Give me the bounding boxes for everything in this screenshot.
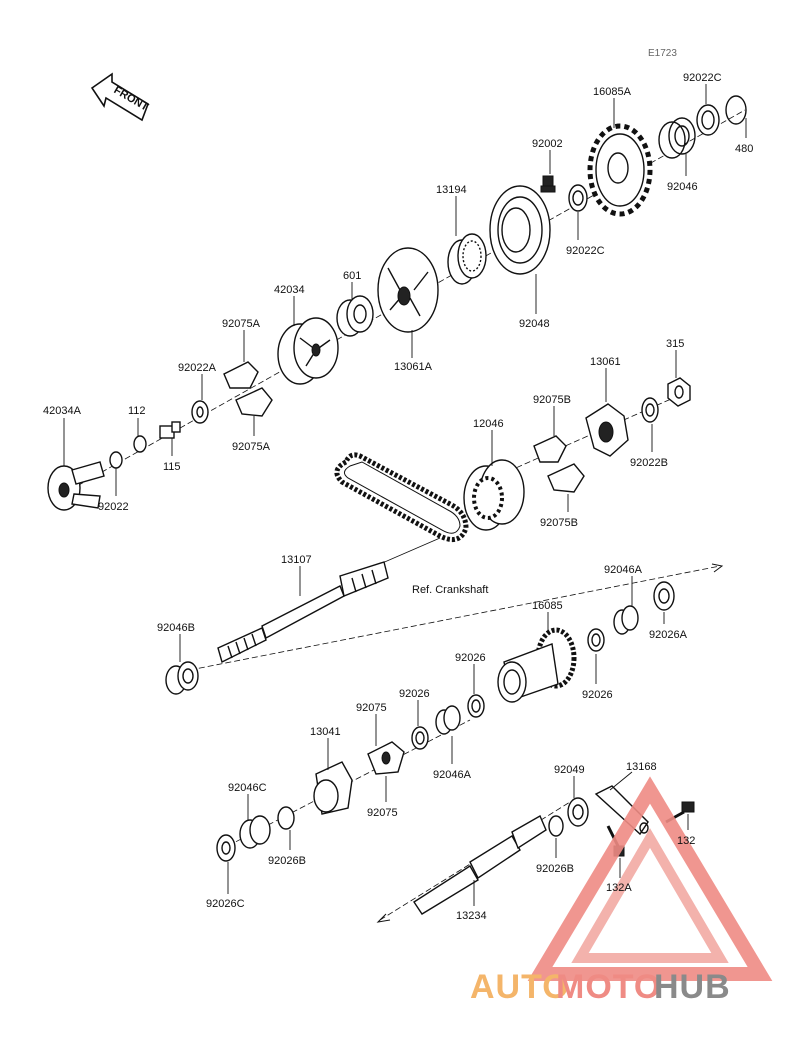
drive-chain bbox=[334, 452, 469, 543]
washer-92022 bbox=[109, 451, 123, 469]
part-label: 315 bbox=[666, 338, 684, 350]
watermark-logo-icon bbox=[527, 776, 773, 981]
corner-code: E1723 bbox=[648, 48, 677, 59]
part-label: 92002 bbox=[532, 138, 563, 150]
part-label: 13168 bbox=[626, 761, 657, 773]
part-label: 13061 bbox=[590, 356, 621, 368]
part-label: 92075A bbox=[222, 318, 261, 330]
part-label: 92046A bbox=[604, 564, 643, 576]
watermark-text-moto: MOTO bbox=[556, 968, 661, 1006]
part-labels: 92022C 480 16085A 92046 92002 92022C 131… bbox=[43, 72, 753, 922]
bearing-92046C bbox=[239, 815, 271, 849]
part-label: 132 bbox=[677, 835, 695, 847]
washer-92026B-left bbox=[277, 806, 295, 830]
part-label: 16085A bbox=[593, 86, 632, 98]
washer-92026-lower bbox=[411, 726, 429, 750]
part-label: 92075B bbox=[533, 394, 571, 406]
flange-13061 bbox=[585, 403, 629, 457]
bearing-92046B bbox=[165, 661, 199, 695]
part-label: 12046 bbox=[473, 418, 504, 430]
part-label: 601 bbox=[343, 270, 361, 282]
part-label: 132A bbox=[606, 882, 632, 894]
bolt-92002 bbox=[540, 175, 556, 193]
part-label: 92026 bbox=[399, 688, 430, 700]
part-label: 112 bbox=[128, 405, 146, 417]
clutch-13194 bbox=[447, 233, 487, 285]
seal-92049 bbox=[567, 797, 589, 827]
bearing-601 bbox=[336, 295, 374, 337]
washer-92026A bbox=[653, 581, 675, 611]
hub-42034 bbox=[277, 317, 339, 385]
part-label: 92075 bbox=[356, 702, 387, 714]
washer-92022C-mid bbox=[568, 184, 588, 212]
part-label: 42034 bbox=[274, 284, 305, 296]
sprocket-12046 bbox=[463, 459, 525, 531]
part-label: 16085 bbox=[532, 600, 563, 612]
part-label: 92046 bbox=[667, 181, 698, 193]
part-label: 92022A bbox=[178, 362, 217, 374]
gear-16085 bbox=[497, 627, 577, 703]
collar-112 bbox=[133, 435, 147, 453]
part-label: 115 bbox=[163, 461, 181, 473]
part-label: 92046A bbox=[433, 769, 472, 781]
washer-92026C bbox=[216, 834, 236, 862]
damper-92075B-top bbox=[533, 435, 567, 463]
plate-92048 bbox=[489, 185, 551, 275]
part-label: 92046C bbox=[228, 782, 267, 794]
part-label: 92075B bbox=[540, 517, 578, 529]
bearing-92046 bbox=[658, 117, 696, 159]
bolt-115 bbox=[159, 421, 181, 439]
part-label: 13107 bbox=[281, 554, 312, 566]
part-label: 92026B bbox=[268, 855, 306, 867]
front-arrow-icon: FRONT bbox=[90, 72, 151, 122]
part-label: 13194 bbox=[436, 184, 467, 196]
washer-92026B-right bbox=[548, 815, 564, 837]
flange-13061A bbox=[377, 247, 439, 333]
damper-92075B-bottom bbox=[547, 463, 585, 493]
part-label: 92075A bbox=[232, 441, 271, 453]
cam-42034A bbox=[47, 461, 105, 511]
part-label: 92026B bbox=[536, 863, 574, 875]
part-label: 92046B bbox=[157, 622, 195, 634]
washer-92026-right bbox=[587, 628, 605, 652]
part-label: 92075 bbox=[367, 807, 398, 819]
hub-13041 bbox=[313, 761, 353, 815]
part-label: 92026 bbox=[455, 652, 486, 664]
part-label: 480 bbox=[735, 143, 753, 155]
part-label: 92026 bbox=[582, 689, 613, 701]
washer-92026-upper bbox=[467, 694, 485, 718]
circlip-480 bbox=[725, 95, 747, 125]
bearing-92046A-bottom bbox=[435, 705, 461, 735]
nut-315 bbox=[667, 377, 691, 407]
leader-lines bbox=[63, 84, 747, 906]
washer-92022A bbox=[191, 400, 209, 424]
part-label: 92022B bbox=[630, 457, 668, 469]
shaft-13234 bbox=[413, 815, 547, 915]
part-label: 92026A bbox=[649, 629, 688, 641]
part-label: 92022C bbox=[566, 245, 605, 257]
part-label: 92022 bbox=[98, 501, 129, 513]
damper-92075A-bottom bbox=[235, 387, 273, 417]
part-label: 13061A bbox=[394, 361, 433, 373]
watermark-text-hub: HUB bbox=[654, 968, 731, 1006]
part-label: 13041 bbox=[310, 726, 341, 738]
shaft-13107 bbox=[217, 561, 389, 664]
damper-92075A-top bbox=[223, 361, 259, 389]
damper-92075 bbox=[367, 741, 405, 775]
watermark-text-auto: AUTO bbox=[470, 968, 570, 1006]
washer-92022C-top bbox=[696, 104, 720, 136]
bearing-92046A-top bbox=[613, 605, 639, 635]
crankshaft-ref-line bbox=[379, 537, 441, 565]
washer-92022B bbox=[641, 397, 659, 423]
part-label: 92048 bbox=[519, 318, 550, 330]
sprocket-16085A bbox=[587, 123, 653, 217]
ref-crankshaft-note: Ref. Crankshaft bbox=[412, 584, 488, 596]
part-label: 42034A bbox=[43, 405, 82, 417]
part-label: 13234 bbox=[456, 910, 487, 922]
part-label: 92049 bbox=[554, 764, 585, 776]
part-label: 92022C bbox=[683, 72, 722, 84]
part-label: 92026C bbox=[206, 898, 245, 910]
